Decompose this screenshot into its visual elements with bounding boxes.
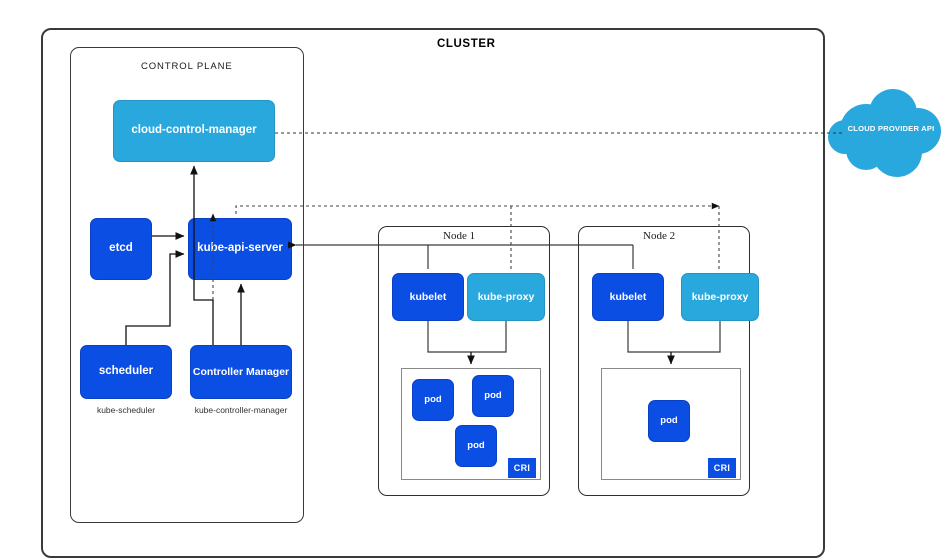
node-2-pod-1[interactable]: pod xyxy=(648,400,690,442)
controller-manager-box[interactable]: Controller Manager xyxy=(190,345,292,399)
etcd-box[interactable]: etcd xyxy=(90,218,152,280)
node-1-kubelet-box[interactable]: kubelet xyxy=(392,273,464,321)
kube-api-server-box[interactable]: kube-api-server xyxy=(188,218,292,280)
node-1-pod-1[interactable]: pod xyxy=(412,379,454,421)
node-1-pod-2[interactable]: pod xyxy=(472,375,514,417)
scheduler-caption: kube-scheduler xyxy=(96,405,156,415)
cluster-title: CLUSTER xyxy=(430,38,503,50)
node-2-title: Node 2 xyxy=(643,230,676,242)
control-plane-title: CONTROL PLANE xyxy=(141,61,233,72)
cloud-provider-api-label: CLOUD PROVIDER API xyxy=(847,124,935,133)
scheduler-box[interactable]: scheduler xyxy=(80,345,172,399)
node-1-cri-badge: CRI xyxy=(508,458,536,478)
cloud-control-manager-box[interactable]: cloud-control-manager xyxy=(113,100,275,162)
node-2-kubelet-box[interactable]: kubelet xyxy=(592,273,664,321)
node-2-kube-proxy-box[interactable]: kube-proxy xyxy=(681,273,759,321)
node-1-pod-3[interactable]: pod xyxy=(455,425,497,467)
node-1-kube-proxy-box[interactable]: kube-proxy xyxy=(467,273,545,321)
controller-manager-caption: kube-controller-manager xyxy=(194,405,288,415)
node-2-cri-badge: CRI xyxy=(708,458,736,478)
diagram-canvas: CLUSTER CONTROL PLANE cloud-control-mana… xyxy=(41,28,941,558)
node-1-title: Node 1 xyxy=(443,230,476,242)
